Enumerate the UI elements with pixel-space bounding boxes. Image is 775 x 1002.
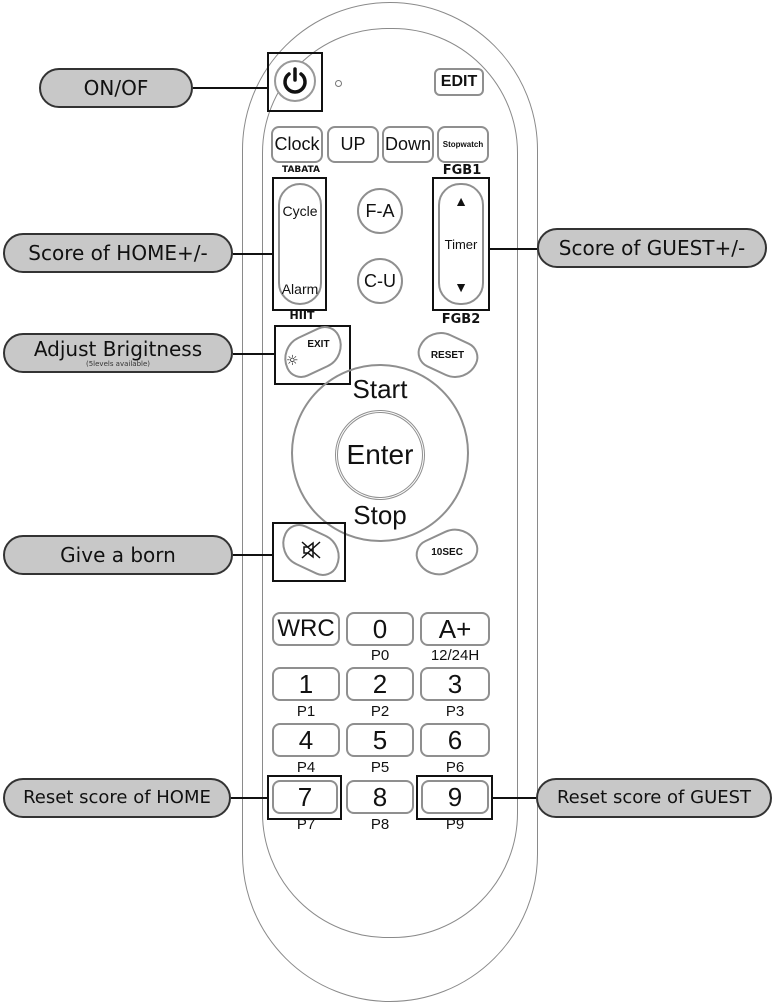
tabata-label: TABATA bbox=[282, 165, 320, 175]
home-score-rocker[interactable]: Cycle Alarm bbox=[278, 183, 322, 305]
stop-label[interactable]: Stop bbox=[353, 500, 407, 530]
callout-horn-text: Give a born bbox=[60, 543, 176, 567]
up-button[interactable]: UP bbox=[327, 126, 379, 163]
enter-button[interactable]: Enter bbox=[335, 410, 425, 500]
edit-button[interactable]: EDIT bbox=[434, 68, 484, 96]
hiit-label: HIIT bbox=[289, 309, 315, 322]
timer-label: Timer bbox=[444, 236, 478, 252]
cycle-label: Cycle bbox=[282, 203, 318, 219]
p5-label: P5 bbox=[370, 759, 390, 776]
horn-button[interactable] bbox=[274, 518, 348, 582]
wrc-button[interactable]: WRC bbox=[272, 612, 340, 646]
key-4[interactable]: 4 bbox=[272, 723, 340, 757]
start-stop-ring[interactable] bbox=[291, 364, 469, 542]
cu-button[interactable]: C-U bbox=[357, 258, 403, 304]
ten-sec-label: 10SEC bbox=[431, 546, 463, 558]
power-icon bbox=[283, 67, 307, 94]
p1-label: P1 bbox=[296, 703, 316, 720]
key-2[interactable]: 2 bbox=[346, 667, 414, 701]
key-0[interactable]: 0 bbox=[346, 612, 414, 646]
key-8[interactable]: 8 bbox=[346, 780, 414, 814]
leader-line-reset-home bbox=[231, 797, 268, 799]
key-1[interactable]: 1 bbox=[272, 667, 340, 701]
exit-label: EXIT bbox=[307, 338, 330, 350]
leader-line-brightness bbox=[233, 353, 275, 355]
p9-label: P9 bbox=[445, 816, 465, 833]
key-5[interactable]: 5 bbox=[346, 723, 414, 757]
callout-brightness-note: (5levels available) bbox=[85, 360, 151, 368]
home-score-highlight-box bbox=[272, 177, 327, 311]
speaker-mute-icon bbox=[301, 541, 321, 559]
alarm-label: Alarm bbox=[281, 281, 319, 297]
callout-power: ON/OF bbox=[39, 68, 193, 108]
fa-button[interactable]: F-A bbox=[357, 188, 403, 234]
callout-guest-score: Score of GUEST+/- bbox=[537, 228, 767, 268]
stopwatch-button[interactable]: Stopwatch bbox=[437, 126, 489, 163]
callout-home-score: Score of HOME+/- bbox=[3, 233, 233, 273]
p2-label: P2 bbox=[370, 703, 390, 720]
clock-button[interactable]: Clock bbox=[271, 126, 323, 163]
indicator-led bbox=[335, 80, 342, 87]
callout-guest-score-text: Score of GUEST+/- bbox=[558, 236, 746, 260]
fgb1-label: FGB1 bbox=[442, 163, 482, 178]
callout-brightness: Adjust Brigitness (5levels available) bbox=[3, 333, 233, 373]
p7-label: P7 bbox=[296, 816, 316, 833]
leader-line-guest-score bbox=[489, 248, 537, 250]
leader-line-power bbox=[193, 87, 268, 89]
reset-home-highlight-box bbox=[267, 775, 342, 820]
down-button[interactable]: Down bbox=[382, 126, 434, 163]
key-3[interactable]: 3 bbox=[420, 667, 490, 701]
callout-home-score-text: Score of HOME+/- bbox=[28, 241, 208, 265]
leader-line-horn bbox=[233, 554, 273, 556]
leader-line-home-score bbox=[233, 253, 273, 255]
key-7[interactable]: 7 bbox=[272, 780, 338, 814]
key-9[interactable]: 9 bbox=[421, 780, 489, 814]
reset-label: RESET bbox=[431, 349, 465, 361]
p6-label: P6 bbox=[445, 759, 465, 776]
start-label[interactable]: Start bbox=[352, 374, 408, 404]
callout-reset-home-text: Reset score of HOME bbox=[23, 787, 211, 808]
up-arrow-icon: ▲ bbox=[454, 193, 468, 209]
brightness-highlight-box bbox=[274, 325, 351, 385]
horn-highlight-box bbox=[272, 522, 346, 582]
p4-label: P4 bbox=[296, 759, 316, 776]
fgb2-label: FGB2 bbox=[441, 312, 481, 327]
callout-reset-home: Reset score of HOME bbox=[3, 778, 231, 818]
callout-power-text: ON/OF bbox=[83, 76, 149, 100]
power-highlight-box bbox=[267, 52, 323, 112]
leader-line-reset-guest bbox=[492, 797, 536, 799]
key-6[interactable]: 6 bbox=[420, 723, 490, 757]
power-button[interactable] bbox=[274, 60, 316, 102]
sun-icon: ☼ bbox=[286, 353, 299, 369]
12-24h-label: 12/24H bbox=[430, 647, 480, 664]
guest-score-rocker[interactable]: ▲ Timer ▼ bbox=[438, 183, 484, 305]
callout-brightness-text: Adjust Brigitness bbox=[33, 337, 203, 361]
p8-label: P8 bbox=[370, 816, 390, 833]
p0-label: P0 bbox=[370, 647, 390, 664]
down-arrow-icon: ▼ bbox=[454, 279, 468, 295]
p3-label: P3 bbox=[445, 703, 465, 720]
a-plus-button[interactable]: A+ bbox=[420, 612, 490, 646]
remote-body-inner bbox=[262, 28, 518, 938]
callout-reset-guest: Reset score of GUEST bbox=[536, 778, 772, 818]
callout-reset-guest-text: Reset score of GUEST bbox=[556, 787, 752, 808]
guest-score-highlight-box bbox=[432, 177, 490, 311]
callout-horn: Give a born bbox=[3, 535, 233, 575]
